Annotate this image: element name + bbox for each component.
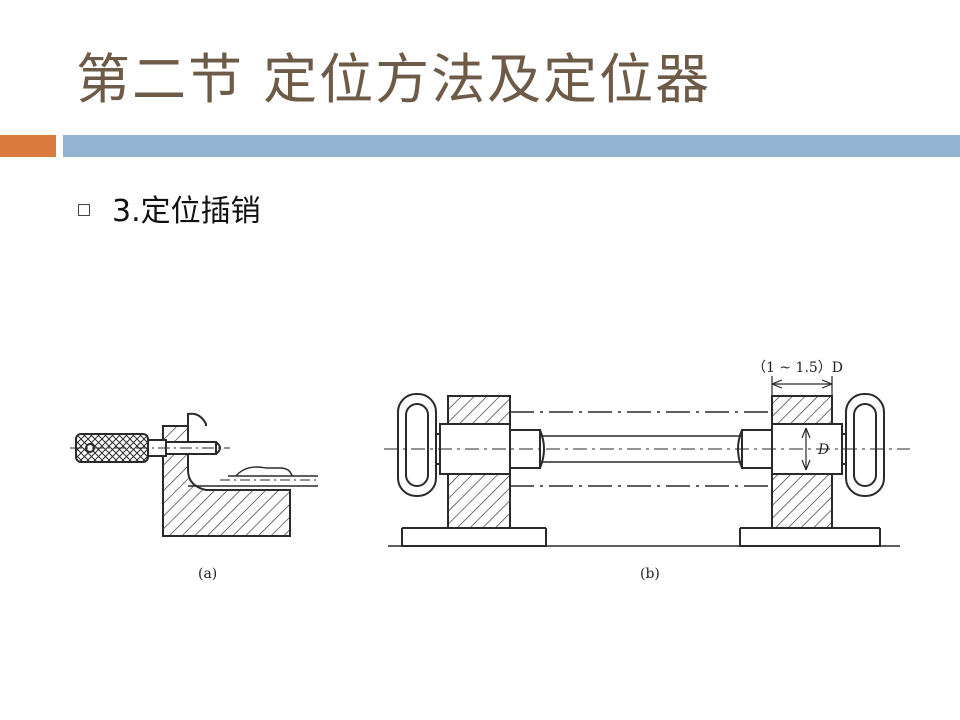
accent-bar-blue [63,135,960,157]
figure-a-caption: (a) [198,566,217,582]
bullet-text: 3.定位插销 [112,194,261,229]
figure-b-drawing: （1 ~ 1.5）D D [384,360,910,547]
figure-a-drawing [70,412,318,537]
slide-title: 第二节 定位方法及定位器 [76,48,712,111]
diameter-label: D [817,442,829,458]
accent-bar-orange [0,135,56,157]
bullet-item: 3.定位插销 [78,188,261,229]
figure-b-caption: (b) [640,566,660,582]
square-bullet-icon [78,204,90,216]
dimension-label: （1 ~ 1.5）D [752,360,843,376]
